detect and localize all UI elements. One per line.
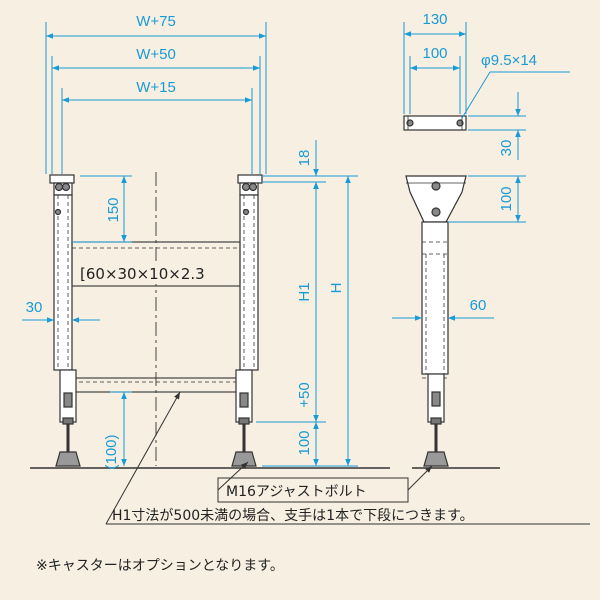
- dim-w75: W+75: [136, 13, 176, 30]
- dim-100-bottom: 100: [296, 430, 313, 455]
- dim-plus50: +50: [296, 382, 313, 407]
- dim-130: 130: [422, 11, 447, 28]
- left-leg: [53, 194, 73, 371]
- callout-lines: [105, 391, 590, 525]
- brace-note: H1寸法が500未満の場合、支手は1本で下段につきます。: [112, 508, 474, 524]
- right-top-plate: [237, 174, 263, 184]
- left-top-plate: [49, 174, 75, 184]
- side-dimensions: [392, 22, 570, 321]
- caster-footnote: ※キャスターはオプションとなります。: [36, 558, 284, 574]
- dim-w15: W+15: [136, 79, 176, 96]
- dim-w50: W+50: [136, 46, 176, 63]
- dim-30-side: 30: [498, 140, 515, 157]
- right-leg: [239, 194, 259, 371]
- dim-100-top: 100: [422, 45, 447, 62]
- dim-150: 150: [105, 197, 122, 222]
- front-dimensions: [22, 22, 358, 467]
- dim-h1: H1: [296, 282, 313, 301]
- top-bracket-plan: [403, 115, 467, 131]
- hole-label: φ9.5×14: [481, 52, 537, 69]
- dim-18: 18: [296, 150, 313, 167]
- upper-cross-member: [71, 241, 241, 287]
- dim-60: 60: [470, 297, 487, 314]
- right-adjust-foot: [231, 451, 257, 467]
- front-view: [30, 172, 500, 469]
- dim-h: H: [328, 283, 345, 294]
- side-view: [403, 115, 467, 467]
- left-adjust-foot: [55, 451, 81, 467]
- dim-100-bracket: 100: [498, 186, 515, 211]
- member-label: [60×30×10×2.3: [80, 265, 205, 283]
- bolt-callout-label: M16アジャストボルト: [226, 484, 367, 500]
- dim-30-front: 30: [26, 299, 43, 316]
- side-adjust-foot: [423, 451, 449, 467]
- dim-100-paren: (100): [103, 434, 120, 469]
